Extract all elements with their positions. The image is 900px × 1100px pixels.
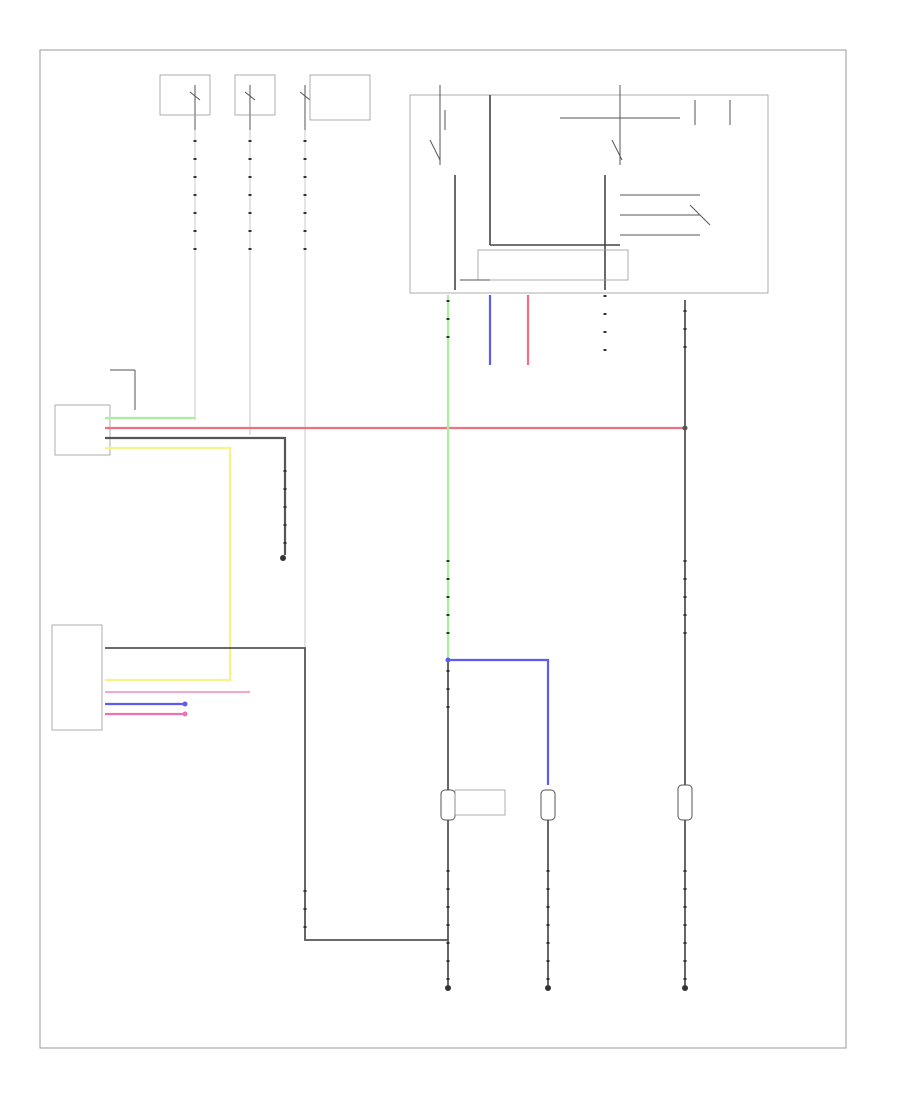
ground-left [445,985,451,991]
connectors [182,425,688,717]
ground-center [545,985,551,991]
door-switches [440,784,693,821]
left-door-switch [440,789,456,821]
rear-door-switch [677,784,693,821]
bcm-connector [54,369,136,456]
wire-yellow [105,446,232,682]
ipdm-module [409,85,769,294]
wires [105,295,687,985]
grounds [280,555,688,991]
right-door-switch [540,789,556,821]
top-fuse-group [159,74,371,650]
combination-meter-connector [51,624,103,731]
page-frame [39,49,847,1049]
wire-gray-meter [105,647,448,941]
wire-blue-right-door [448,658,550,785]
ground-right [682,985,688,991]
wire-gray-bcm [105,436,287,555]
ground-bcm [280,555,286,561]
